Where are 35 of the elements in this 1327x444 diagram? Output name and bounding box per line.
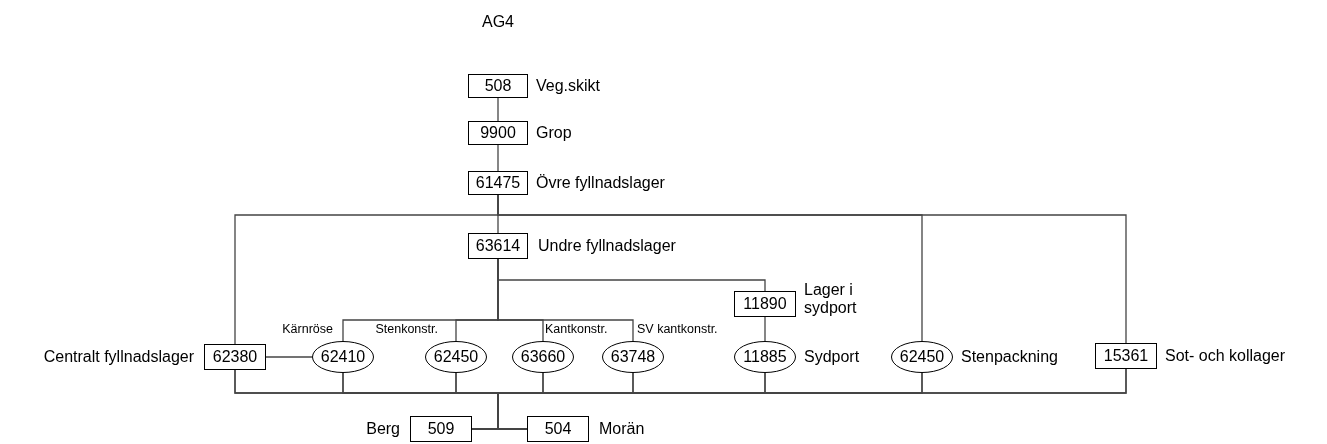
- context-box: 509: [410, 416, 472, 442]
- diagram-title: AG4: [482, 13, 514, 31]
- context-label: Stenkonstr.: [375, 322, 438, 336]
- context-box: 504: [527, 416, 589, 442]
- context-label: Veg.skikt: [536, 77, 601, 95]
- context-label: Kantkonstr.: [545, 322, 608, 336]
- context-label: Morän: [599, 420, 645, 438]
- context-box: 508: [468, 74, 528, 98]
- context-label: Berg: [366, 420, 400, 438]
- context-box: 11890: [734, 291, 796, 317]
- context-label: Övre fyllnadslager: [536, 174, 665, 192]
- context-box: 15361: [1095, 343, 1157, 369]
- context-ellipse: 62410: [312, 341, 374, 373]
- context-label: Centralt fyllnadslager: [43, 348, 194, 366]
- context-box: 62380: [204, 344, 266, 370]
- connector-line: [265, 356, 313, 358]
- context-label: Kärnröse: [282, 322, 333, 336]
- context-label: Undre fyllnadslager: [538, 237, 676, 255]
- context-box: 9900: [468, 121, 528, 145]
- context-label: Sydport: [804, 348, 860, 366]
- context-ellipse: 11885: [734, 341, 796, 373]
- context-label: Grop: [536, 124, 572, 142]
- context-ellipse: 63660: [512, 341, 574, 373]
- context-ellipse: 62450: [425, 341, 487, 373]
- context-box: 61475: [468, 171, 528, 195]
- context-label: Sot- och kollager: [1165, 347, 1286, 365]
- context-ellipse: 63748: [602, 341, 664, 373]
- context-box: 63614: [468, 233, 528, 259]
- connector-line: [764, 316, 766, 342]
- connector-line: [497, 97, 499, 122]
- connector-line: [497, 258, 634, 342]
- connector-line: [497, 144, 499, 172]
- context-label: SV kantkonstr.: [637, 322, 718, 336]
- context-ellipse: 62450: [891, 341, 953, 373]
- context-label: Stenpackning: [961, 348, 1058, 366]
